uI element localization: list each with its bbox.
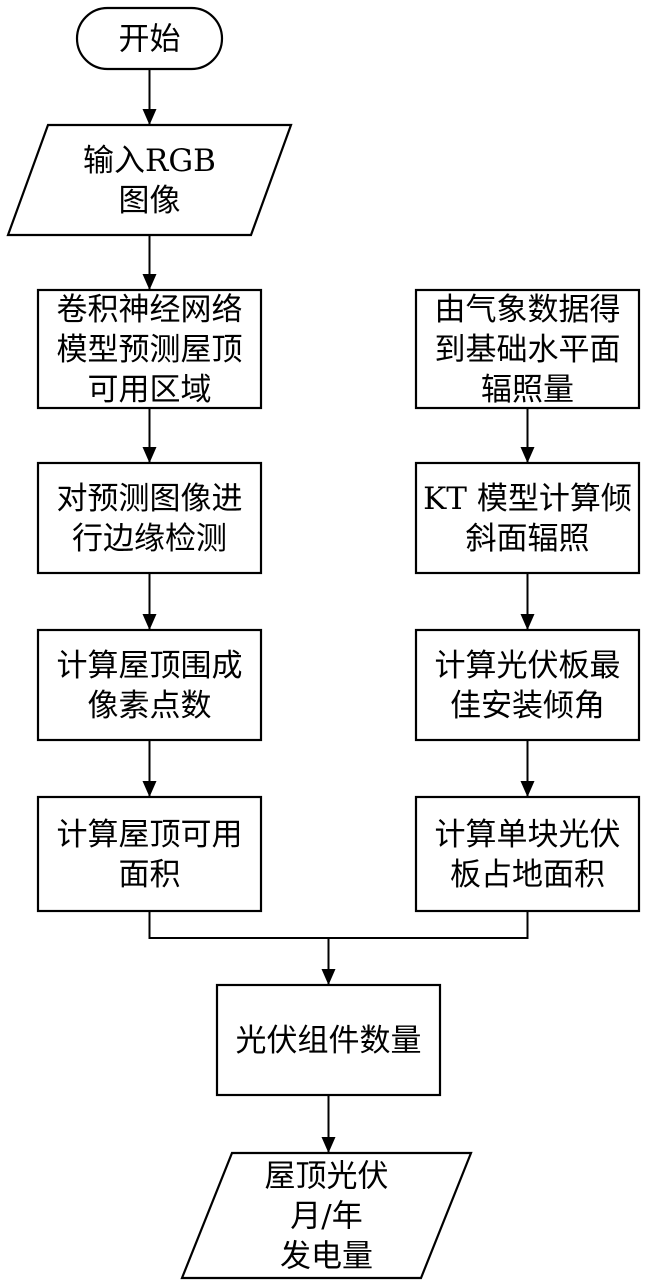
node-label: 像素点数 xyxy=(88,688,212,724)
merge-connector xyxy=(328,911,529,939)
arrowhead xyxy=(321,969,336,985)
process-shape xyxy=(414,288,641,410)
node-label: 卷积神经网络 xyxy=(57,292,243,328)
node-label: 开始 xyxy=(119,22,181,58)
io-shape xyxy=(6,123,293,237)
node-label: 图像 xyxy=(119,183,181,219)
node-label: KT 模型计算倾 xyxy=(423,481,632,517)
arrowhead xyxy=(142,614,157,630)
node-label: 输入RGB xyxy=(83,143,216,179)
process-shape xyxy=(215,983,442,1097)
arrowhead xyxy=(520,447,535,463)
node-label: 辐照量 xyxy=(481,372,574,408)
flowchart-connectors xyxy=(142,69,535,1153)
node-label: 佳安装倾角 xyxy=(450,688,605,724)
merge-connector xyxy=(148,911,329,939)
node-label: 面积 xyxy=(119,857,181,893)
arrowhead xyxy=(520,614,535,630)
node-label: 计算光伏板最 xyxy=(435,648,621,684)
node-label: 发电量 xyxy=(280,1239,373,1275)
node-label: 到基础水平面 xyxy=(435,332,621,368)
process-shape xyxy=(414,628,641,742)
arrowhead xyxy=(142,109,157,125)
node-input: 输入RGB 图像 xyxy=(6,123,293,237)
node-count: 光伏组件数量 xyxy=(215,983,442,1097)
node-start: 开始 xyxy=(75,6,224,71)
process-shape xyxy=(414,461,641,575)
terminal-shape xyxy=(75,6,224,71)
node-label: 月/年 xyxy=(290,1199,362,1235)
arrowhead xyxy=(142,274,157,290)
node-label: 光伏组件数量 xyxy=(236,1023,422,1059)
arrowhead xyxy=(321,1137,336,1153)
process-shape xyxy=(414,795,641,913)
node-label: 计算屋顶围成 xyxy=(57,648,243,684)
node-label: 计算屋顶可用 xyxy=(57,817,243,853)
node-label: 行边缘检测 xyxy=(72,521,227,557)
node-label: 屋顶光伏 xyxy=(265,1159,389,1195)
arrowhead xyxy=(520,781,535,797)
process-shape xyxy=(36,628,263,742)
node-label: 板占地面积 xyxy=(450,857,605,893)
process-shape xyxy=(36,795,263,913)
node-label: 由气象数据得 xyxy=(435,292,621,328)
node-label: 计算单块光伏 xyxy=(435,817,621,853)
arrowhead xyxy=(142,447,157,463)
process-shape xyxy=(36,461,263,575)
node-label: 可用区域 xyxy=(88,372,212,408)
io-shape xyxy=(180,1151,473,1280)
node-label: 模型预测屋顶 xyxy=(57,332,243,368)
node-label: 斜面辐照 xyxy=(466,521,590,557)
process-shape xyxy=(36,288,263,410)
node-label: 对预测图像进 xyxy=(57,481,243,517)
arrowhead xyxy=(142,781,157,797)
flowchart-nodes: 开始输入RGB图像卷积神经网络模型预测屋顶可用区域对预测图像进行边缘检测计算屋顶… xyxy=(6,6,641,1280)
